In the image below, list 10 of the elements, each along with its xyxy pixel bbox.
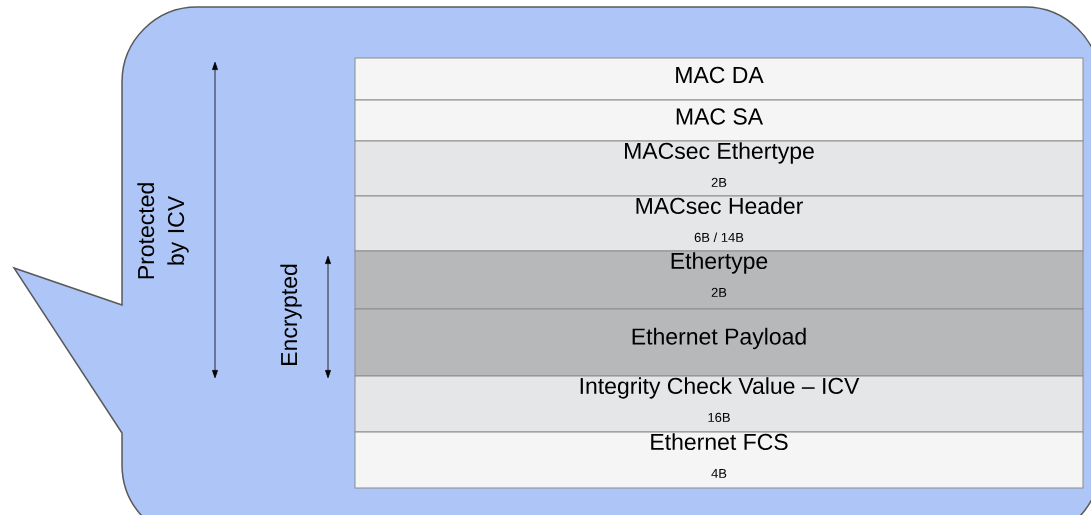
field-row: Ethertype 2B <box>354 250 1084 310</box>
field-row: MAC DA <box>354 57 1084 101</box>
field-row: MACsec Header 6B / 14B <box>354 195 1084 252</box>
side-label: Protected by ICV <box>137 183 189 279</box>
field-row: MACsec Ethertype 2B <box>354 140 1084 197</box>
field-row: Ethernet FCS 4B <box>354 431 1084 489</box>
field-row: Integrity Check Value – ICV 16B <box>354 375 1084 433</box>
field-row: MAC SA <box>354 99 1084 142</box>
field-row: Ethernet Payload <box>354 308 1084 377</box>
side-label: Encrypted <box>280 264 302 365</box>
